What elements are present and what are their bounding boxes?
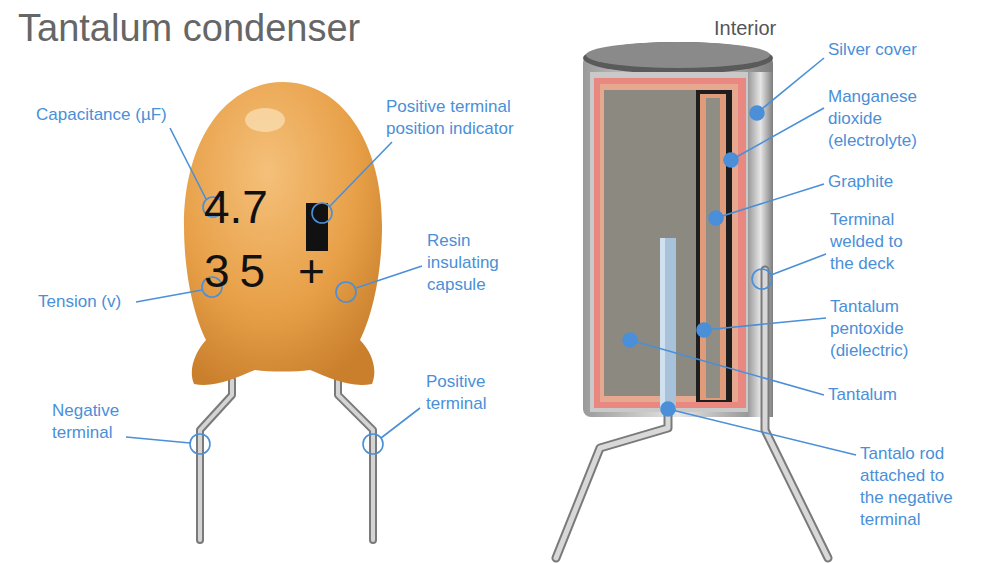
part-label: Tantalo rod attached to the negative ter… <box>860 443 970 531</box>
highlight <box>245 108 285 132</box>
part-label: Silver cover <box>828 39 978 61</box>
part-label: Resin insulating capsule <box>427 230 527 296</box>
polarity-bar <box>306 203 328 251</box>
part-label: Manganese dioxide (electrolyte) <box>828 86 948 152</box>
section-heading: Interior <box>714 16 776 40</box>
part-label: Capacitance (µF) <box>36 104 186 126</box>
resin-capsule <box>184 82 382 385</box>
marking-text: + <box>298 246 325 296</box>
part-label: Tantalum <box>828 384 948 406</box>
interior-cutaway <box>583 42 773 417</box>
part-label: Tension (v) <box>38 291 148 313</box>
lead-wire <box>556 270 828 558</box>
lead-wire <box>200 380 373 540</box>
part-label: Positive terminal <box>426 371 526 415</box>
marking-text: 35 <box>204 246 275 296</box>
title: Tantalum condenser <box>18 6 360 50</box>
part-label: Terminal welded to the deck <box>830 209 922 275</box>
part-label: Graphite <box>828 171 948 193</box>
leader-line <box>126 58 856 455</box>
part-label: Negative terminal <box>52 400 152 444</box>
part-label: Tantalum pentoxide (dielectric) <box>830 296 942 362</box>
marking-text: 4.7 <box>204 182 268 232</box>
part-label: Positive terminal position indicator <box>386 96 546 140</box>
